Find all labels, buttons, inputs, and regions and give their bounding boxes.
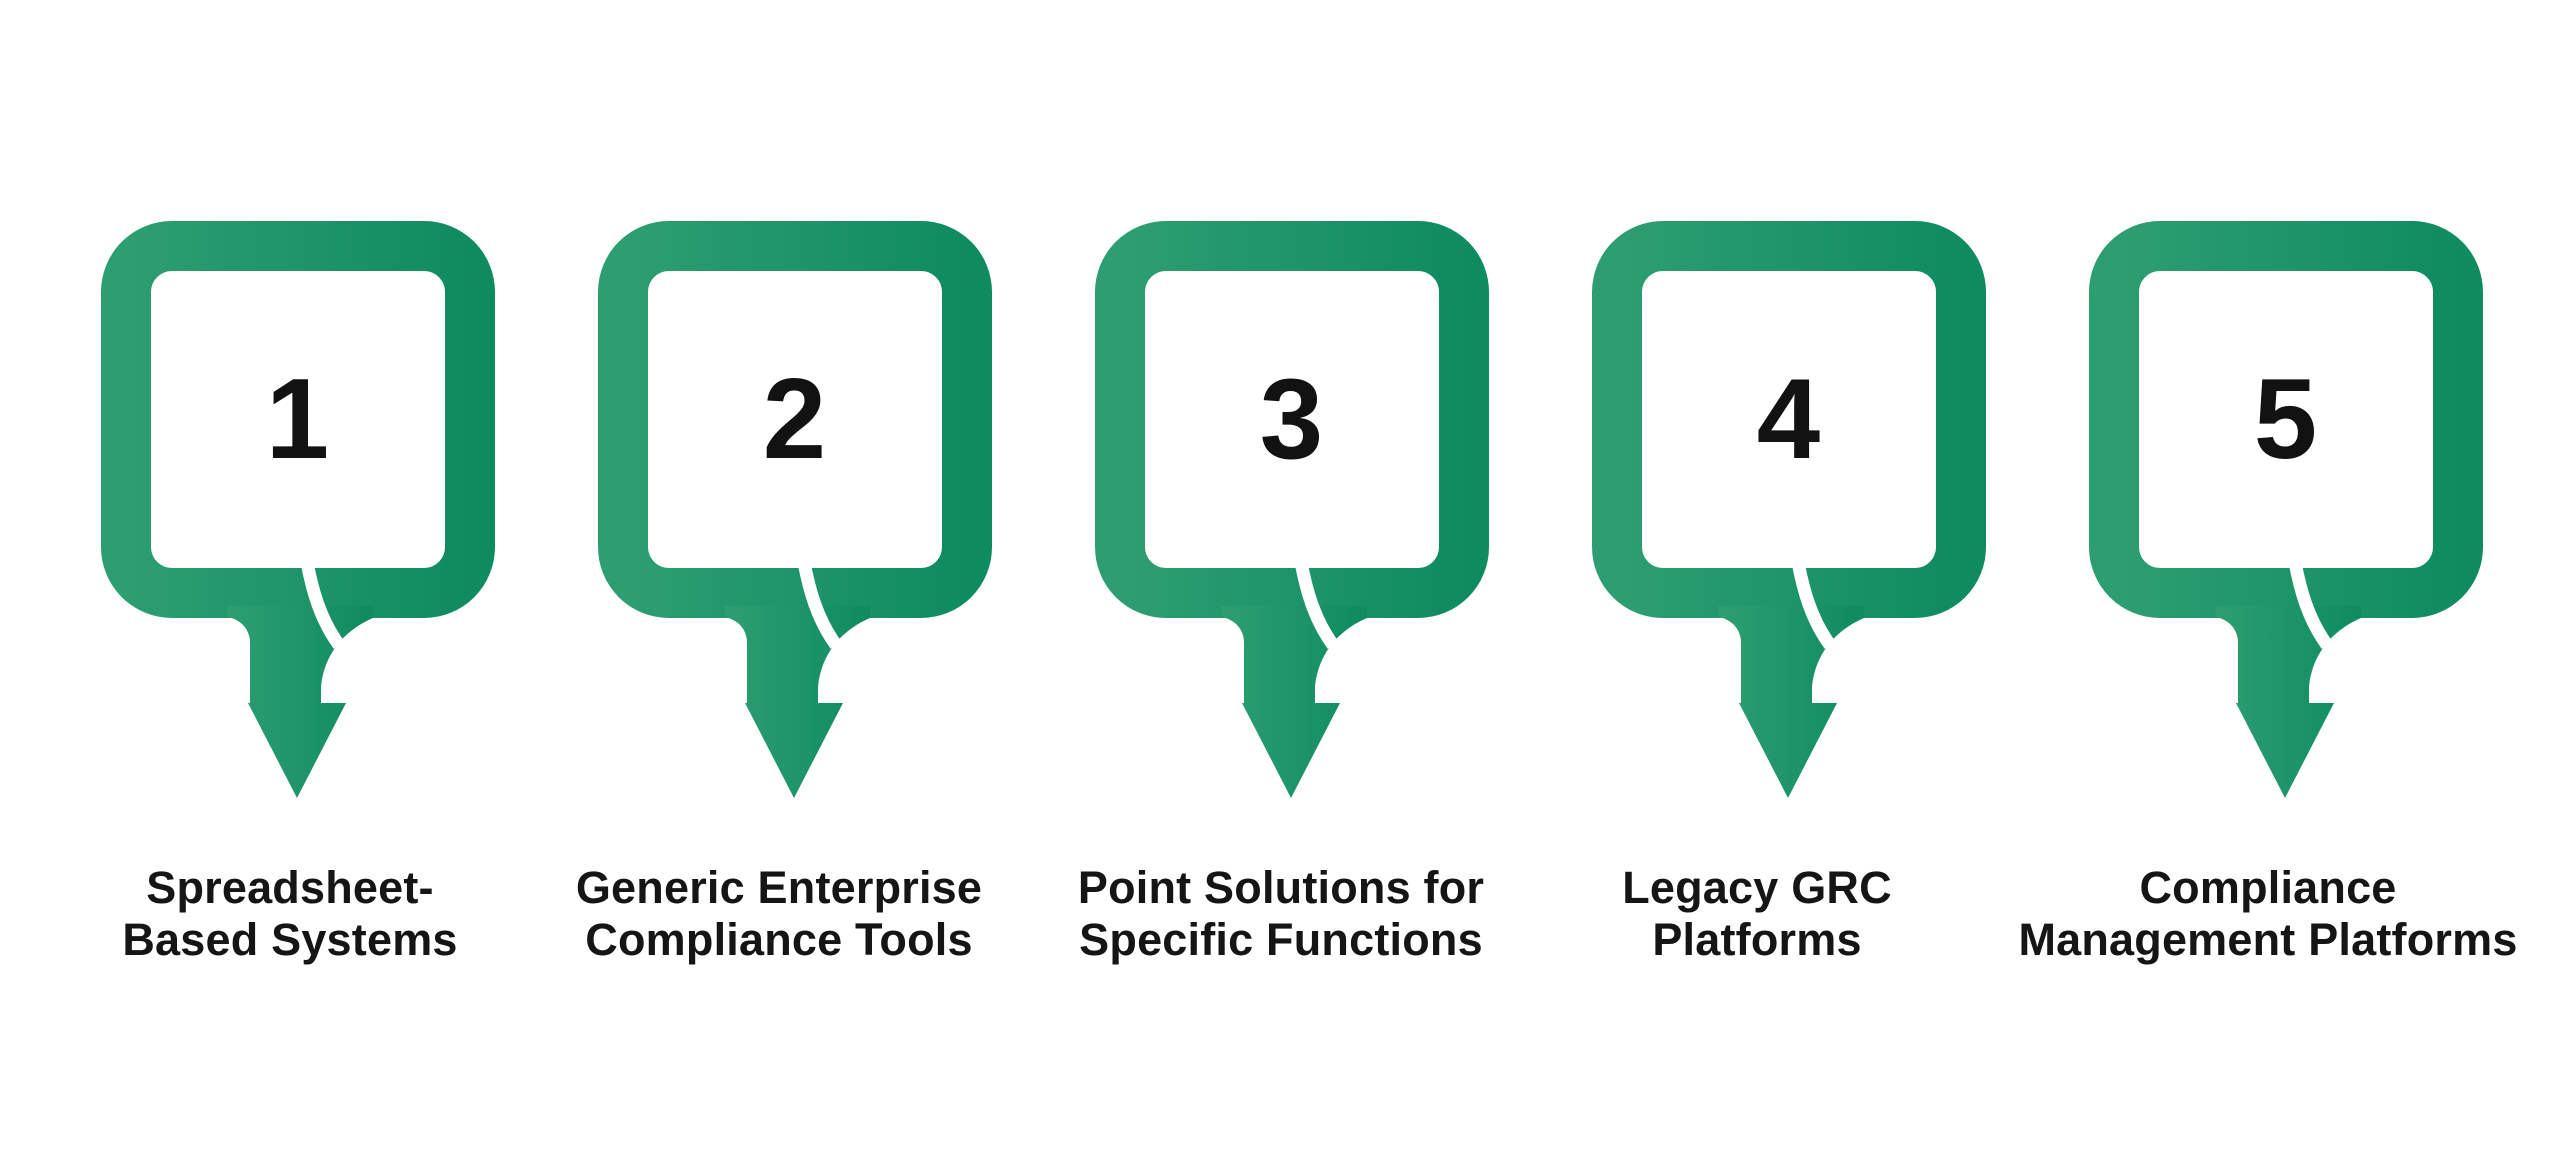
step-label: Spreadsheet- Based Systems: [122, 862, 458, 965]
down-arrow-shape: [1221, 606, 1367, 798]
rounded-frame-down-arrow-icon: [1592, 221, 1986, 798]
down-arrow-shape: [724, 606, 870, 798]
rounded-frame-down-arrow-icon: [101, 221, 495, 798]
arrow-gap-cut: [797, 560, 842, 649]
down-arrow-shape: [1718, 606, 1864, 798]
step-number: 3: [1259, 356, 1325, 483]
step-item-5: 5 Compliance Management Platforms: [2018, 221, 2517, 1081]
step-item-4: 4 Legacy GRC Platforms: [1592, 221, 1986, 1081]
step-number: 1: [265, 356, 331, 483]
down-arrow-shape: [2215, 606, 2361, 798]
step-number: 2: [762, 356, 828, 483]
arrow-gap-cut: [2288, 560, 2333, 649]
step-label: Legacy GRC Platforms: [1622, 862, 1892, 965]
step-item-2: 2 Generic Enterprise Compliance Tools: [576, 221, 992, 1081]
arrow-gap-cut: [1294, 560, 1339, 649]
rounded-frame-down-arrow-icon: [1095, 221, 1489, 798]
step-item-3: 3 Point Solutions for Specific Functions: [1078, 221, 1489, 1081]
step-label: Point Solutions for Specific Functions: [1077, 862, 1485, 965]
step-number: 5: [2253, 356, 2319, 483]
rounded-frame-down-arrow-icon: [2089, 221, 2483, 798]
step-number: 4: [1756, 356, 1822, 483]
down-arrow-shape: [227, 606, 373, 798]
rounded-frame-down-arrow-icon: [598, 221, 992, 798]
step-item-1: 1 Spreadsheet- Based Systems: [101, 221, 495, 1081]
arrow-gap-cut: [300, 560, 345, 649]
arrow-gap-cut: [1791, 560, 1836, 649]
step-label: Compliance Management Platforms: [2018, 862, 2518, 965]
step-label: Generic Enterprise Compliance Tools: [575, 862, 983, 965]
